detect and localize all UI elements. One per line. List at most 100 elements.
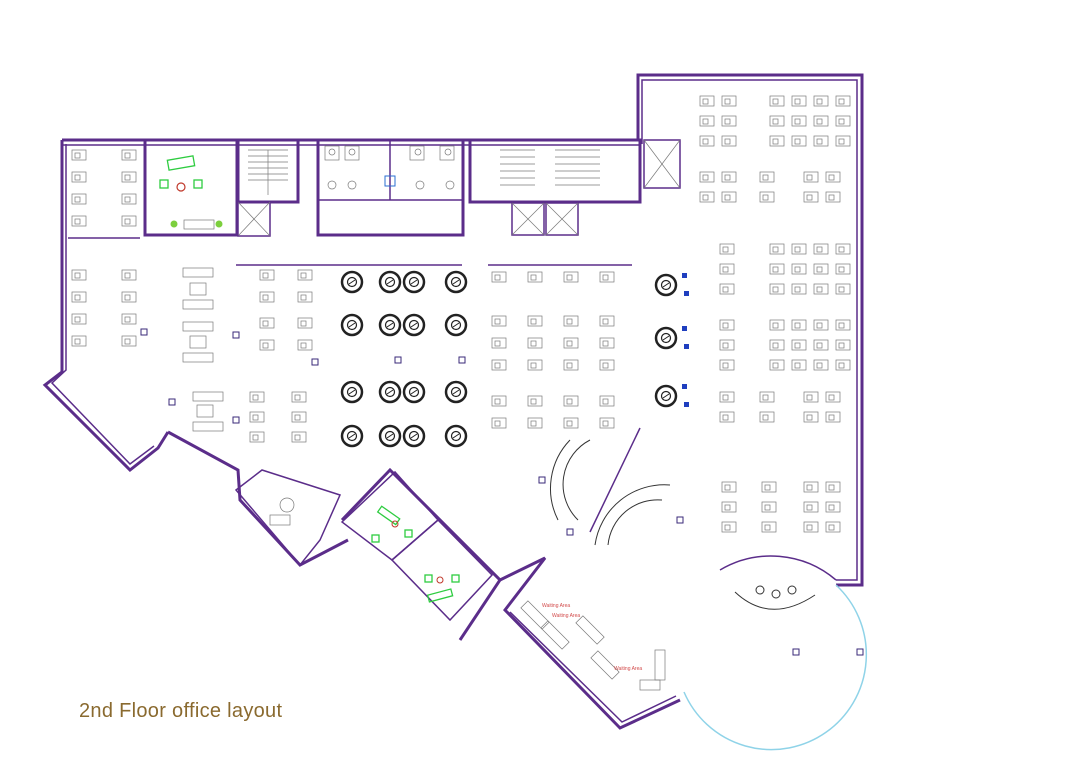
column (140, 328, 148, 336)
round-tables (340, 270, 689, 448)
round-table (378, 270, 402, 294)
workstation (825, 391, 841, 403)
workstation (599, 315, 615, 327)
round-table (654, 384, 689, 408)
workstation (759, 411, 775, 423)
feature-staircase (550, 427, 671, 546)
column (676, 516, 684, 524)
workstation (825, 411, 841, 423)
workstation (825, 171, 841, 183)
workstation (835, 95, 851, 107)
page-caption: 2nd Floor office layout (79, 700, 283, 722)
workstation (813, 115, 829, 127)
workstation (719, 359, 735, 371)
workstation (249, 431, 265, 443)
workstation (121, 313, 137, 325)
workstation (825, 501, 841, 513)
workstation (721, 521, 737, 533)
workstation (761, 501, 777, 513)
workstation (121, 171, 137, 183)
workstation (769, 339, 785, 351)
workstation (249, 411, 265, 423)
workstation (759, 191, 775, 203)
column (792, 648, 800, 656)
workstation (249, 391, 265, 403)
workstation (121, 335, 137, 347)
workstation (759, 391, 775, 403)
workstation (599, 417, 615, 429)
workstation (835, 283, 851, 295)
column (232, 416, 240, 424)
workstation (527, 337, 543, 349)
workstation (121, 149, 137, 161)
workstation (491, 359, 507, 371)
workstation (759, 171, 775, 183)
workstation (599, 359, 615, 371)
workstation (791, 243, 807, 255)
column (566, 528, 574, 536)
workstation (719, 263, 735, 275)
workstation (803, 391, 819, 403)
round-table (378, 424, 402, 448)
workstation (297, 317, 313, 329)
waiting-area-label-1: Waiting Area (542, 603, 570, 609)
workstation (71, 269, 87, 281)
waiting-area: Waiting Area Waiting Area Waiting Area (520, 600, 666, 691)
workstation (813, 243, 829, 255)
workstation (491, 337, 507, 349)
workstation (721, 191, 737, 203)
workstation (291, 391, 307, 403)
workstation (803, 521, 819, 533)
column (458, 356, 466, 364)
workstation (259, 291, 275, 303)
workstation (491, 315, 507, 327)
workstation (769, 95, 785, 107)
workstation (563, 315, 579, 327)
waiting-area-label-2: Waiting Area (552, 613, 580, 619)
workstation (825, 481, 841, 493)
workstation (719, 391, 735, 403)
round-table (444, 313, 468, 337)
workstation (813, 339, 829, 351)
workstation (761, 521, 777, 533)
workstation (769, 243, 785, 255)
workstation (769, 115, 785, 127)
workstation (791, 319, 807, 331)
workstation (527, 395, 543, 407)
workstation (835, 319, 851, 331)
round-table (654, 326, 689, 350)
workstation (121, 269, 137, 281)
workstation (803, 481, 819, 493)
workstation (803, 171, 819, 183)
workstation (599, 395, 615, 407)
round-table (402, 270, 426, 294)
column (168, 398, 176, 406)
workstation (825, 521, 841, 533)
workstation (719, 319, 735, 331)
workstation (769, 135, 785, 147)
workstation (791, 283, 807, 295)
workstation (769, 359, 785, 371)
workstation (813, 135, 829, 147)
manager-cabin-top (143, 138, 239, 237)
workstation (297, 291, 313, 303)
core-block (236, 138, 681, 237)
round-table (402, 424, 426, 448)
workstation (563, 271, 579, 283)
workstation (71, 171, 87, 183)
workstation (835, 115, 851, 127)
workstation (71, 291, 87, 303)
workstation (803, 191, 819, 203)
round-table (340, 270, 364, 294)
workstation (291, 431, 307, 443)
round-table (444, 380, 468, 404)
column (394, 356, 402, 364)
workstation (121, 291, 137, 303)
column (856, 648, 864, 656)
round-table (340, 424, 364, 448)
workstation (835, 359, 851, 371)
workstation (791, 339, 807, 351)
reception-desk (734, 585, 816, 610)
workstation (791, 359, 807, 371)
